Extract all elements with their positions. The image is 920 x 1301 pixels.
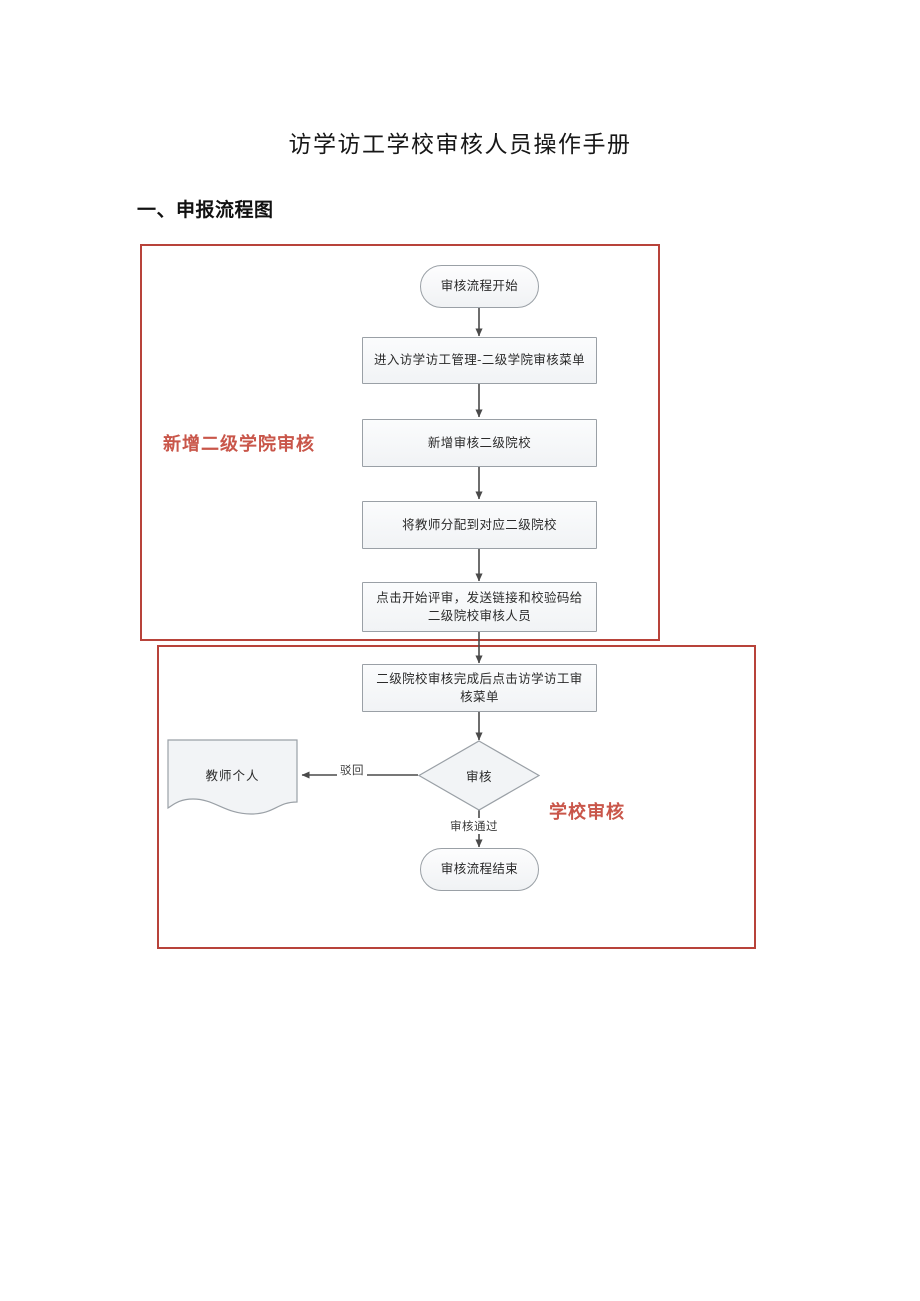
group-box-stage2 [157, 645, 756, 949]
flow-node-add-college-label: 新增审核二级院校 [427, 434, 532, 450]
flow-node-assign-teacher: 将教师分配到对应二级院校 [362, 501, 597, 549]
flow-node-start-review-label-line1: 点击开始评审，发送链接和校验码给 [376, 589, 583, 605]
flow-node-teacher-label: 教师个人 [205, 768, 260, 783]
group-box-stage1 [140, 244, 660, 641]
section-heading: 一、申报流程图 [137, 199, 274, 221]
group-label-stage2: 学校审核 [549, 802, 625, 823]
edge-label-pass: 审核通过 [447, 818, 501, 834]
flow-node-start: 审核流程开始 [420, 265, 539, 308]
flow-node-end: 审核流程结束 [420, 848, 539, 891]
flow-node-school-menu-label-line2: 核菜单 [460, 689, 499, 704]
flow-node-decision-label: 审核 [465, 769, 492, 784]
flow-node-enter-menu: 进入访学访工管理-二级学院审核菜单 [362, 337, 597, 384]
document-shape-icon [167, 739, 298, 815]
diamond-shape-icon [418, 740, 540, 811]
flow-node-decision: 审核 [418, 740, 540, 811]
group-label-stage1: 新增二级学院审核 [163, 434, 315, 455]
page-title: 访学访工学校审核人员操作手册 [288, 132, 632, 158]
flow-node-school-menu: 二级院校审核完成后点击访学访工审 核菜单 [362, 664, 597, 712]
edge-label-reject: 驳回 [337, 762, 367, 778]
flow-node-assign-teacher-label: 将教师分配到对应二级院校 [402, 516, 557, 532]
flow-node-school-menu-label-line1: 二级院校审核完成后点击访学访工审 [376, 670, 583, 686]
flow-node-teacher: 教师个人 [167, 739, 298, 815]
flow-node-end-label: 审核流程结束 [440, 861, 519, 877]
flow-node-start-review: 点击开始评审，发送链接和校验码给 二级院校审核人员 [362, 582, 597, 632]
flow-node-start-review-label-line2: 二级院校审核人员 [427, 608, 532, 623]
flow-node-enter-menu-label: 进入访学访工管理-二级学院审核菜单 [373, 352, 586, 368]
flow-node-add-college: 新增审核二级院校 [362, 419, 597, 467]
flow-node-start-label: 审核流程开始 [440, 278, 519, 294]
